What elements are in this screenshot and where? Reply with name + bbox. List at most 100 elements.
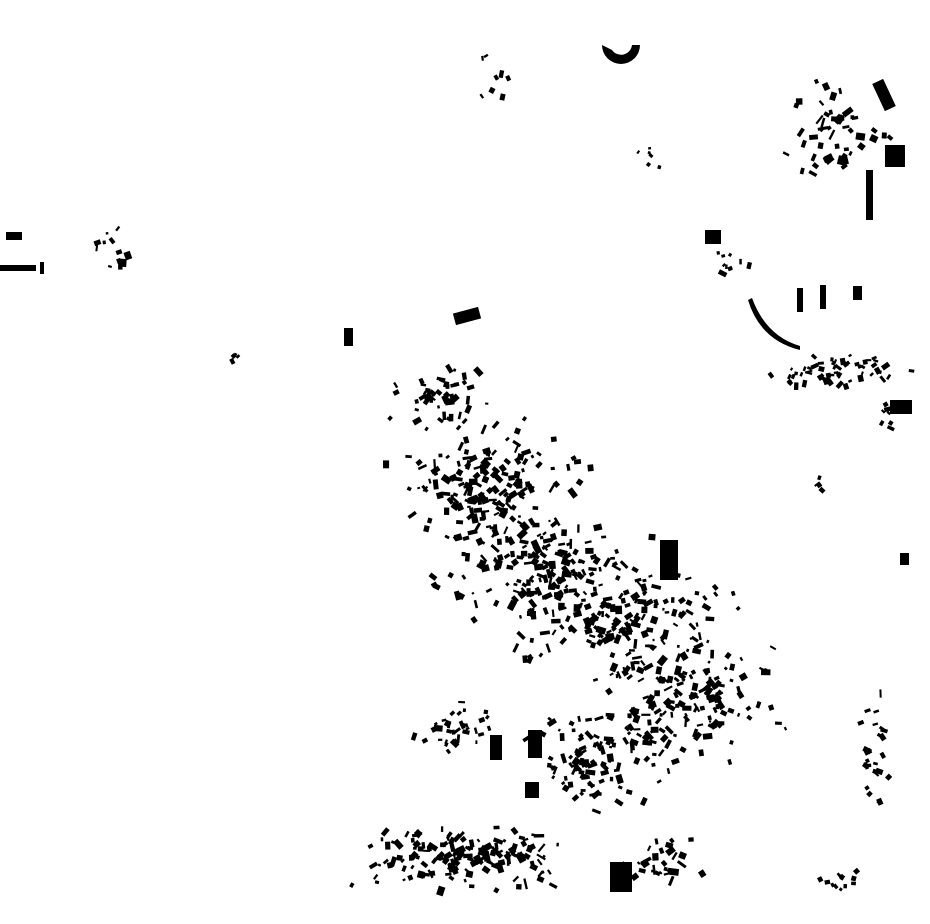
building bbox=[580, 775, 590, 780]
building bbox=[551, 629, 557, 636]
building bbox=[609, 776, 614, 782]
building bbox=[546, 869, 552, 875]
building bbox=[631, 655, 643, 660]
building bbox=[882, 401, 889, 408]
building bbox=[539, 630, 551, 636]
building bbox=[590, 591, 599, 598]
building bbox=[690, 635, 699, 643]
building bbox=[829, 91, 838, 102]
building bbox=[553, 517, 561, 527]
building bbox=[580, 789, 586, 792]
building bbox=[596, 610, 603, 617]
building bbox=[545, 643, 551, 653]
building bbox=[552, 480, 561, 489]
building bbox=[715, 720, 720, 725]
building bbox=[450, 496, 455, 501]
building bbox=[540, 870, 545, 875]
building bbox=[423, 393, 431, 403]
building bbox=[691, 682, 699, 692]
building bbox=[105, 232, 109, 235]
building bbox=[623, 611, 634, 621]
building bbox=[623, 665, 632, 673]
building bbox=[536, 533, 542, 538]
building bbox=[626, 674, 633, 681]
building bbox=[632, 714, 641, 724]
building bbox=[835, 380, 844, 389]
building bbox=[393, 381, 399, 389]
building bbox=[649, 700, 657, 709]
building bbox=[447, 723, 451, 729]
building bbox=[615, 773, 624, 785]
building bbox=[422, 485, 429, 493]
building bbox=[660, 638, 666, 646]
building bbox=[679, 651, 689, 662]
building bbox=[541, 559, 552, 567]
building bbox=[908, 368, 915, 373]
building bbox=[530, 552, 540, 560]
building bbox=[517, 515, 522, 518]
building bbox=[593, 625, 600, 632]
building bbox=[452, 534, 459, 541]
building bbox=[661, 710, 667, 716]
building bbox=[869, 134, 879, 144]
building bbox=[526, 483, 532, 488]
building bbox=[666, 767, 671, 775]
building bbox=[697, 869, 707, 879]
building bbox=[456, 710, 462, 717]
building bbox=[476, 563, 484, 570]
building bbox=[658, 870, 663, 875]
building bbox=[651, 762, 656, 768]
building bbox=[706, 639, 710, 644]
building bbox=[503, 526, 509, 535]
building bbox=[455, 424, 462, 431]
building bbox=[560, 780, 566, 786]
building bbox=[623, 621, 630, 627]
building bbox=[645, 644, 650, 648]
building bbox=[800, 139, 807, 148]
building bbox=[479, 93, 485, 99]
building bbox=[673, 665, 683, 676]
building bbox=[123, 250, 133, 261]
building bbox=[685, 576, 692, 581]
building bbox=[402, 878, 406, 882]
building bbox=[573, 575, 578, 581]
building bbox=[630, 591, 641, 602]
building bbox=[705, 677, 716, 688]
building bbox=[810, 362, 820, 370]
building bbox=[451, 738, 460, 747]
building bbox=[678, 851, 687, 860]
building bbox=[697, 632, 702, 641]
building bbox=[818, 486, 826, 494]
building bbox=[457, 411, 462, 420]
building bbox=[605, 602, 612, 610]
building bbox=[578, 745, 587, 752]
building bbox=[624, 602, 631, 608]
building bbox=[505, 498, 510, 506]
building bbox=[838, 887, 843, 892]
building bbox=[664, 739, 672, 750]
building bbox=[233, 352, 238, 357]
building bbox=[657, 164, 662, 170]
building bbox=[706, 694, 716, 700]
building bbox=[436, 885, 446, 897]
building bbox=[648, 146, 652, 150]
building bbox=[642, 695, 650, 700]
building bbox=[886, 410, 892, 416]
building bbox=[456, 520, 464, 525]
building bbox=[518, 614, 523, 619]
building bbox=[850, 875, 857, 882]
building bbox=[651, 583, 662, 590]
building bbox=[380, 827, 390, 837]
building bbox=[851, 881, 856, 886]
building bbox=[587, 782, 595, 788]
building bbox=[584, 540, 592, 544]
building bbox=[625, 623, 632, 629]
building bbox=[523, 561, 533, 565]
building bbox=[486, 725, 492, 732]
building bbox=[464, 404, 473, 414]
building bbox=[603, 736, 614, 742]
building bbox=[673, 688, 683, 697]
building bbox=[579, 791, 585, 797]
building bbox=[564, 584, 569, 589]
building bbox=[485, 402, 489, 405]
